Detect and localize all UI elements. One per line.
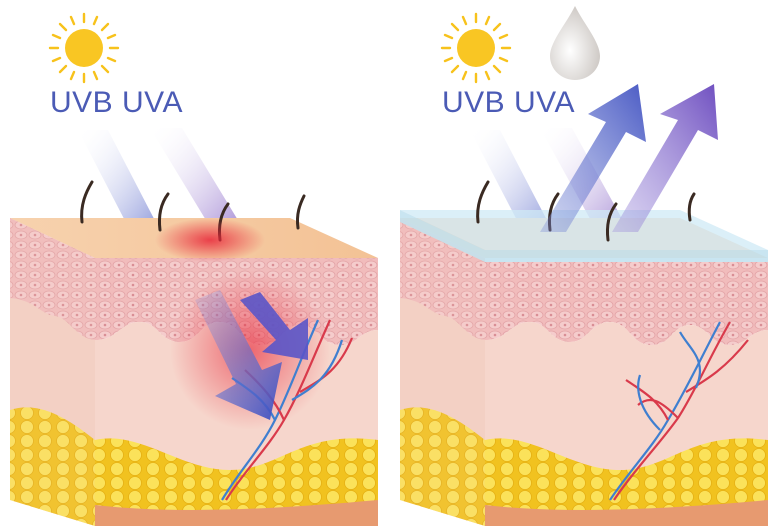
uva-label: UVA [122, 86, 183, 119]
uvb-label: UVB [442, 86, 506, 119]
sun-icon [440, 12, 512, 84]
sun-icon [48, 12, 120, 84]
uvb-penetration-arrow [195, 290, 282, 420]
protected-skin-illustration [400, 6, 768, 526]
blood-vessels [609, 321, 749, 501]
panel-unprotected-skin: UVB UVA [10, 12, 378, 526]
panel-protected-skin: UVB UVA [390, 0, 780, 526]
uvb-ray [78, 130, 165, 240]
uvb-ray [470, 130, 550, 226]
sunscreen-film [400, 210, 768, 262]
uva-reflected-arrow [612, 84, 718, 232]
uvb-reflected-arrow [540, 84, 646, 232]
fat-layer [95, 438, 378, 526]
sunscreen-drop-icon [550, 6, 600, 80]
uva-penetration-arrow [240, 292, 308, 360]
unprotected-skin-illustration [10, 12, 378, 526]
epidermis-layer [485, 262, 768, 345]
uva-label: UVA [514, 86, 575, 119]
uva-ray [150, 128, 250, 240]
sunburn-surface-glow [155, 218, 265, 262]
uvb-label: UVB [50, 86, 114, 119]
